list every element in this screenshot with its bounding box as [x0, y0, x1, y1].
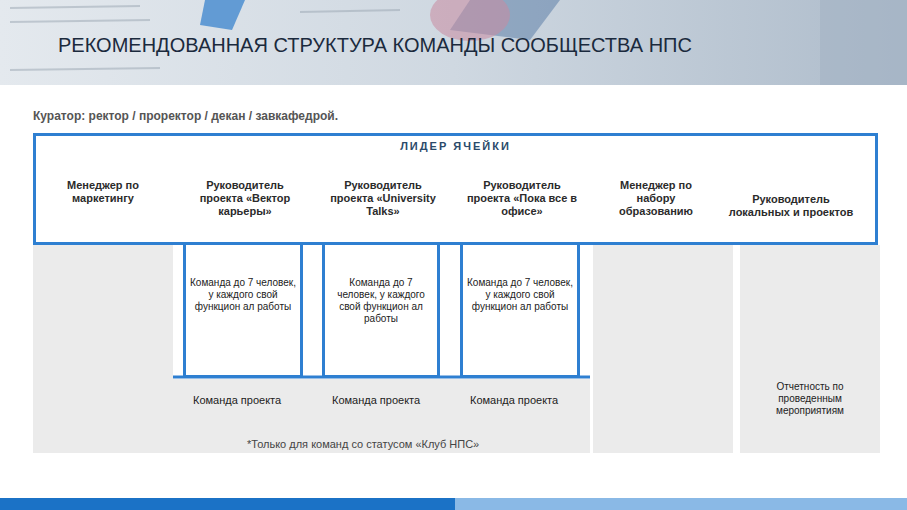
node-text: Команда проекта [470, 393, 570, 408]
node-text: Команда до 7 человек, у каждого свой фун… [467, 277, 573, 313]
node-text: Команда до 7 человек, у каждого свой фун… [190, 277, 296, 313]
footnote: *Только для команд со статусом «Клуб НПС… [247, 437, 497, 452]
node-text: Команда проекта [332, 393, 432, 408]
node-text: Команда проекта [193, 393, 293, 408]
team-box: Команда до 7 человек, у каждого свой фун… [460, 245, 580, 378]
column-heading: Руководитель проекта «University Talks» [323, 179, 443, 218]
column-heading: Менеджер по маркетингу [58, 179, 148, 205]
node-text: Команда до 7 человек, у каждого свой фун… [329, 277, 433, 325]
team-box: Команда до 7 человек, у каждого свой фун… [322, 245, 440, 378]
team-box: Команда до 7 человек, у каждого свой фун… [183, 245, 303, 378]
column-heading: Руководитель проекта «Вектор карьеры» [184, 179, 306, 218]
node-text: ЛИДЕР ЯЧЕЙКИ [36, 140, 875, 152]
report-column: Отчетность по проведенным мероприятиям [740, 245, 880, 453]
column-heading: Руководитель проекта «Пока все в офисе» [461, 179, 583, 218]
curator-note: Куратор: ректор / проректор / декан / за… [33, 109, 633, 123]
node-text: Отчетность по проведенным мероприятиям [750, 381, 870, 417]
leader-box: ЛИДЕР ЯЧЕЙКИМенеджер по маркетингуРуково… [33, 133, 878, 245]
slide-title: РЕКОМЕНДОВАННАЯ СТРУКТУРА КОМАНДЫ СООБЩЕ… [58, 34, 692, 57]
column-heading: Менеджер по набору образованию [601, 179, 711, 218]
column-heading: Руководитель локальных и проектов [721, 193, 861, 219]
